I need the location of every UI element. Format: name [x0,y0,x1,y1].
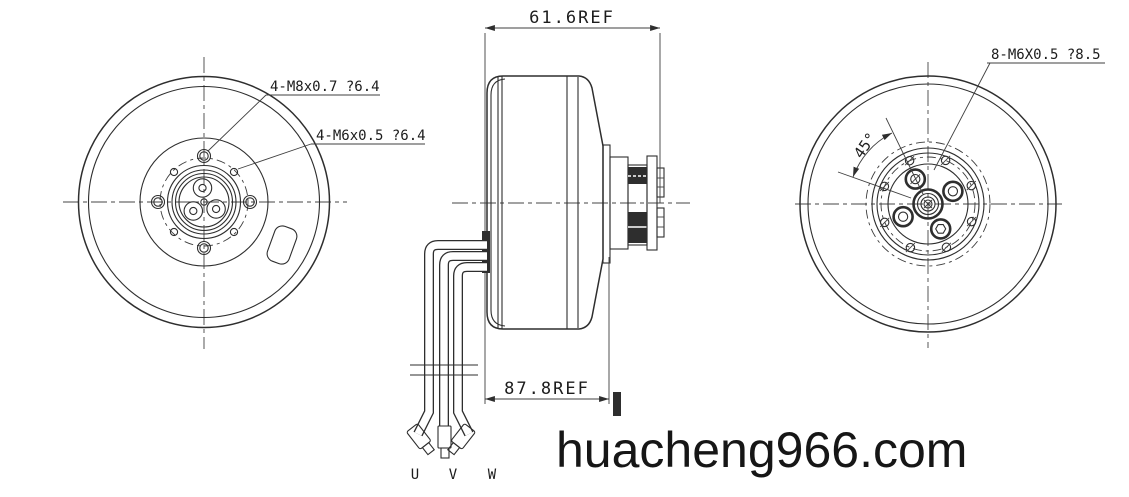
screw-hole [879,181,890,192]
bolt-circle [159,157,249,247]
m8-annotation: 4-M8x0.7 ?6.4 [207,79,380,152]
back-view: 45° 8-M6X0.5 ?8.5 [795,47,1105,348]
inner-boss [183,201,204,221]
terminal-lug-v [437,425,452,459]
wire-label-w: W [488,467,497,483]
wire-label-u: U [411,467,419,483]
hub-boss-inner-circle [178,176,230,228]
m6-hole [169,167,179,177]
front-face-circle [139,137,269,267]
dimension-top: 61.6REF [484,8,661,404]
watermark-text: huacheng966.com [556,422,967,478]
socket-boss [892,205,914,228]
angle-leg-line [885,117,924,195]
hub-boss-circle [174,172,234,232]
back-hub [871,147,985,261]
screw-hole [966,180,977,191]
screw-hole [940,155,951,166]
hub-inner-circle [171,169,237,235]
side-view: 61.6REF 87.8REF [406,8,690,483]
shaft-nut [656,167,665,198]
wire-label-v: V [449,467,458,483]
m8-hole [196,148,212,164]
socket-boss [942,180,964,203]
shaft-flange-3 [646,155,658,251]
m8-label: 4-M8x0.7 ?6.4 [270,79,380,95]
phase-wires: U V W [406,231,497,483]
m8-hole [150,194,166,210]
thread-band [628,167,647,184]
wire-w [453,262,487,437]
dim-top-label: 61.6REF [529,8,615,28]
socket-boss [929,218,952,240]
center-shaft [912,188,944,220]
m6-label: 4-M6x0.5 ?6.4 [316,128,426,144]
angle-label: 45° [850,129,880,162]
terminal-lug-u [406,423,436,456]
screw-hole [879,217,890,228]
stray-mark [613,392,621,416]
m6-hole [229,167,239,177]
back-m6-label: 8-M6X0.5 ?8.5 [991,47,1101,63]
angle-leg-line [837,171,912,199]
front-outer-rim [77,75,331,329]
hub-outer-circle [166,164,242,240]
wire-v [439,251,487,426]
dimension-bottom: 87.8REF [485,257,610,404]
m6-hole [169,227,179,237]
back-inner-rim [807,83,1049,325]
socket-boss [904,168,927,190]
back-pitch-circle [865,141,991,267]
screw-hole [941,242,952,253]
inner-boss [192,178,213,198]
motor-body-outline [486,75,604,330]
wire-u [413,240,487,437]
hub-inner-circle [876,152,980,256]
shaft-assembly [602,144,665,264]
screw-hole [904,155,915,166]
m8-hole [196,240,212,256]
m6-annotation: 4-M6x0.5 ?6.4 [237,128,426,170]
shaft-nut [656,207,665,238]
back-m6-annotation: 8-M6X0.5 ?8.5 [933,47,1105,171]
wire-slot [266,225,298,265]
screw-hole [905,242,916,253]
front-inner-rim [87,85,321,319]
back-outer-rim [799,75,1057,333]
dim-bottom-label: 87.8REF [504,379,590,399]
m8-hole [242,194,258,210]
hub-outer-circle [871,147,985,261]
terminal-lug-w [446,423,476,456]
inner-boss [206,199,226,219]
hub-center-hole [200,198,208,206]
front-hub [150,148,258,256]
shaft-flange-1 [602,144,611,264]
angle-arc [852,132,893,178]
m6-hole [229,227,239,237]
hub-face-circle [887,163,969,245]
front-view: 4-M8x0.7 ?6.4 4-M6x0.5 ?6.4 [63,57,426,349]
screw-hole [966,216,977,227]
screw-bolt-circle [880,156,976,252]
